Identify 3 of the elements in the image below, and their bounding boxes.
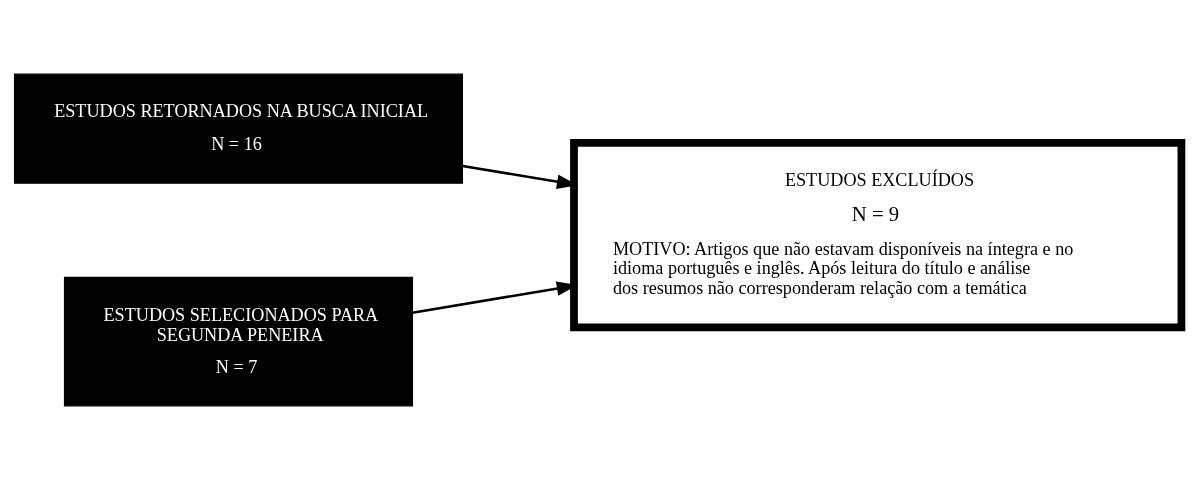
node-box: ESTUDOS RETORNADOS NA BUSCA INICIAL N = 16 xyxy=(13,73,463,184)
node-box: ESTUDOS EXCLUÍDOS N = 9 MOTIVO: Artigos que não estavam disponíveis na íntegra e no idioma português e inglês. Após leitura do título e análise dos resumos não corresponderam relação com a temática xyxy=(570,139,1186,332)
node-box: ESTUDOS SELECIONADOS PARA SEGUNDA PENEIRA N = 7 xyxy=(63,276,414,407)
